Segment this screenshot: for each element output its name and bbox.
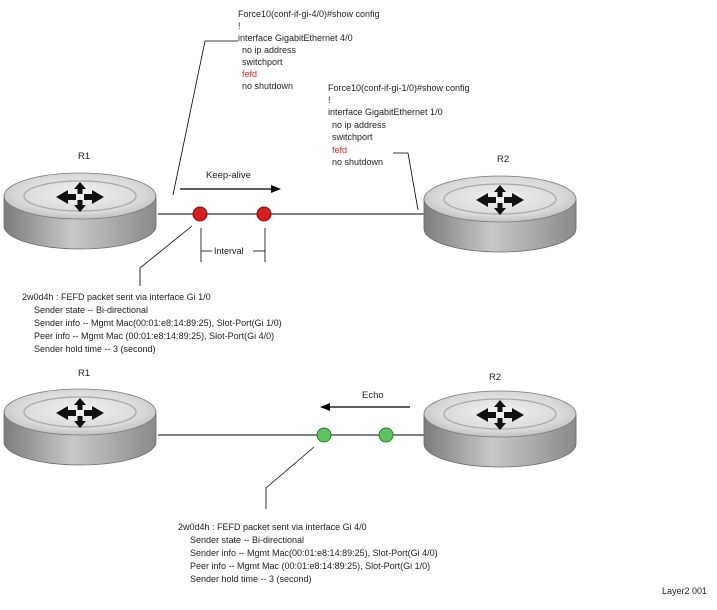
config-r1-line3: no shutdown	[242, 81, 293, 91]
r1-label-bottom: R1	[78, 368, 90, 379]
packet-info-top-hold: Sender hold time -- 3 (second)	[34, 344, 156, 354]
config-r2-fefd: fefd	[332, 145, 347, 155]
packet-info-top-state: Sender state -- Bi-directional	[34, 305, 148, 315]
packet-info-leader-bottom	[265, 446, 315, 509]
packet-info-top: 2w0d4h : FEFD packet sent via interface …	[22, 292, 282, 354]
echo-packet-2	[378, 427, 394, 443]
interval-label: Interval	[214, 246, 244, 256]
config-r2-bang: !	[328, 95, 331, 105]
packet-info-bottom-hold: Sender hold time -- 3 (second)	[190, 574, 312, 584]
r1-label-top: R1	[78, 151, 90, 162]
packet-info-bottom-sender: Sender info -- Mgmt Mac(00:01:e8:14:89:2…	[190, 548, 438, 558]
echo-arrowhead	[320, 403, 330, 411]
packet-info-bottom-peer: Peer info -- Mgmt Mac (00:01:e8:14:89:25…	[190, 561, 430, 571]
packet-info-top-peer: Peer info -- Mgmt Mac (00:01:e8:14:89:25…	[34, 331, 274, 341]
figure-id: Layer2 001	[662, 586, 707, 596]
packet-info-bottom-state: Sender state -- Bi-directional	[190, 535, 304, 545]
router-r1-top	[3, 172, 157, 250]
config-r1-line1: no ip address	[242, 45, 297, 55]
keepalive-packet-1	[192, 206, 208, 222]
config-r2-line1: no ip address	[332, 120, 387, 130]
config-r2: Force10(conf-if-gi-1/0)#show config ! in…	[328, 83, 470, 167]
config-r2-line3: no shutdown	[332, 157, 383, 167]
config-r1-bang: !	[238, 21, 241, 31]
router-r1-bottom	[3, 388, 157, 466]
echo-packet-1	[316, 427, 332, 443]
r2-label-bottom: R2	[489, 372, 501, 383]
packet-info-top-sender: Sender info -- Mgmt Mac(00:01:e8:14:89:2…	[34, 318, 282, 328]
bottom-scene: R1 R2 Echo 2w0d4h : FEFD packet sent via…	[3, 368, 577, 584]
top-scene: R1 R2 Keep-alive Interval Force10(conf-i…	[3, 9, 577, 354]
config-r1-prompt: Force10(conf-if-gi-4/0)#show config	[238, 9, 380, 19]
keepalive-label: Keep-alive	[206, 170, 251, 181]
interval-bracket	[200, 228, 266, 262]
keepalive-packet-2	[256, 206, 272, 222]
r2-label-top: R2	[497, 154, 509, 165]
keepalive-arrowhead	[271, 185, 281, 193]
config-r2-leader	[393, 152, 419, 211]
config-r1-leader	[172, 40, 238, 196]
config-r2-prompt: Force10(conf-if-gi-1/0)#show config	[328, 83, 470, 93]
packet-info-bottom: 2w0d4h : FEFD packet sent via interface …	[178, 522, 438, 584]
config-r1-line2: switchport	[242, 57, 283, 67]
packet-info-bottom-header: 2w0d4h : FEFD packet sent via interface …	[178, 522, 367, 532]
config-r2-line2: switchport	[332, 132, 373, 142]
packet-info-top-header: 2w0d4h : FEFD packet sent via interface …	[22, 292, 211, 302]
router-r2-top	[423, 175, 577, 253]
config-r1-fefd: fefd	[242, 69, 257, 79]
packet-info-leader-top	[139, 225, 193, 286]
config-r1-interface: interface GigabitEthernet 4/0	[238, 33, 353, 43]
config-r2-interface: interface GigabitEthernet 1/0	[328, 107, 443, 117]
echo-label: Echo	[362, 390, 384, 401]
config-r1: Force10(conf-if-gi-4/0)#show config ! in…	[238, 9, 380, 91]
router-r2-bottom	[423, 390, 577, 468]
